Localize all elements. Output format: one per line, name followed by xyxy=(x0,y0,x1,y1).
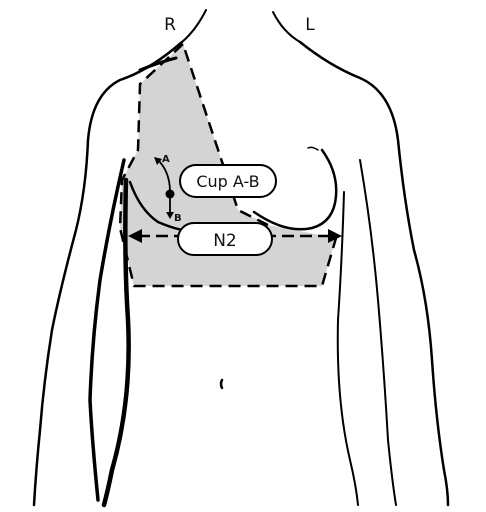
point-a-label: A xyxy=(162,154,170,165)
left-side-label: L xyxy=(305,15,315,35)
cup-pill-label: Cup A-B xyxy=(196,172,259,191)
point-b-label: B xyxy=(174,213,182,224)
right-side-label: R xyxy=(164,15,176,35)
band-pill-label: N2 xyxy=(213,231,237,251)
cup-measure-dot xyxy=(166,190,175,199)
